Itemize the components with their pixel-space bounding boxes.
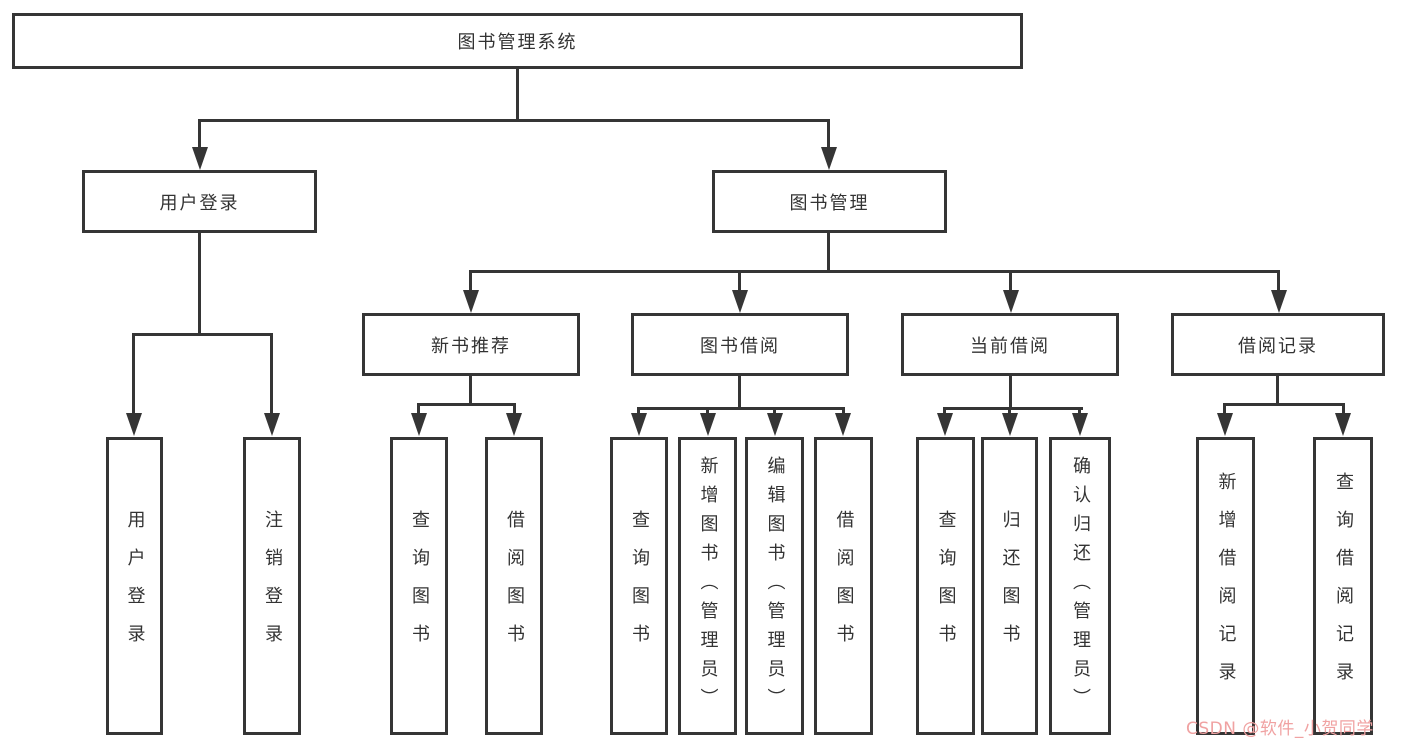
- node-label: 注销登录: [262, 510, 283, 662]
- arrowhead-down: [1003, 290, 1019, 313]
- arrowhead-down: [937, 413, 953, 436]
- arrowhead-down: [411, 413, 427, 436]
- arrowhead-down: [1271, 290, 1287, 313]
- node-new-book-recommend: 新书推荐: [362, 313, 580, 376]
- node-leaf-query-book-recommend: 查询图书: [390, 437, 448, 735]
- node-label: 图书管理系统: [457, 32, 578, 53]
- node-leaf-logout: 注销登录: [243, 437, 301, 735]
- arrowhead-down: [463, 290, 479, 313]
- connector-book-management-stub: [827, 233, 830, 273]
- node-user-login: 用户登录: [82, 170, 317, 233]
- arrowhead-down: [767, 413, 783, 436]
- arrowhead-down: [700, 413, 716, 436]
- arrowhead-down: [264, 413, 280, 436]
- node-book-management: 图书管理: [712, 170, 947, 233]
- connector-to-leaf: [637, 407, 640, 417]
- node-label: 新书推荐: [431, 335, 511, 357]
- node-current-borrow: 当前借阅: [901, 313, 1119, 376]
- node-label: 查询图书: [409, 510, 430, 662]
- connector-book-borrow-branch: [637, 407, 845, 410]
- arrowhead-down: [631, 413, 647, 436]
- connector-book-management-branch: [469, 270, 1280, 273]
- connector-to-leaf: [1078, 407, 1081, 417]
- node-label: 用户登录: [159, 192, 240, 214]
- node-label: 借阅图书: [504, 510, 525, 662]
- connector-user-login-stub: [198, 233, 201, 336]
- node-leaf-confirm-return-admin: 确认归还（管理员）: [1049, 437, 1111, 735]
- arrowhead-down: [821, 147, 837, 170]
- node-borrow-records: 借阅记录: [1171, 313, 1385, 376]
- node-label: 新增借阅记录: [1215, 472, 1237, 700]
- csdn-watermark: CSDN @软件_小贺同学: [1186, 719, 1374, 739]
- node-label: 借阅图书: [833, 510, 855, 662]
- node-label: 查询图书: [629, 510, 650, 662]
- connector-current-borrow-branch: [943, 407, 1083, 410]
- connector-to-book-borrow: [738, 270, 741, 292]
- connector-to-leaf: [1008, 407, 1011, 417]
- connector-to-user-login: [198, 119, 201, 150]
- connector-to-leaf: [943, 407, 946, 417]
- connector-to-leaf: [842, 407, 845, 417]
- connector-current-borrow-stub: [1009, 376, 1012, 410]
- arrowhead-down: [126, 413, 142, 436]
- connector-to-leaf-user-login: [132, 333, 135, 415]
- node-leaf-user-login: 用户登录: [106, 437, 163, 735]
- arrowhead-down: [1002, 413, 1018, 436]
- node-label: 借阅记录: [1238, 335, 1318, 357]
- node-label: 归还图书: [999, 510, 1021, 662]
- node-label: 确认归还（管理员）: [1070, 455, 1091, 717]
- connector-to-leaf: [706, 407, 709, 417]
- connector-to-borrow-records: [1277, 270, 1280, 292]
- arrowhead-down: [192, 147, 208, 170]
- connector-new-book-branch: [417, 403, 516, 406]
- node-leaf-add-borrow-record: 新增借阅记录: [1196, 437, 1255, 735]
- node-label: 新增图书（管理员）: [697, 455, 719, 717]
- arrowhead-down: [1072, 413, 1088, 436]
- connector-to-new-book-recommend: [469, 270, 472, 292]
- node-label: 图书管理: [789, 192, 870, 214]
- connector-to-leaf-logout: [270, 333, 273, 415]
- node-label: 查询借阅记录: [1333, 472, 1354, 700]
- arrowhead-down: [506, 413, 522, 436]
- arrowhead-down: [732, 290, 748, 313]
- node-label: 编辑图书（管理员）: [764, 455, 786, 717]
- connector-borrow-records-stub: [1276, 376, 1279, 406]
- connector-to-current-borrow: [1009, 270, 1012, 292]
- node-leaf-query-borrow-record: 查询借阅记录: [1313, 437, 1373, 735]
- node-leaf-borrow-book-recommend: 借阅图书: [485, 437, 543, 735]
- connector-to-leaf: [1342, 403, 1345, 416]
- node-book-borrow: 图书借阅: [631, 313, 849, 376]
- connector-new-book-stub: [469, 376, 472, 406]
- connector-borrow-records-branch: [1223, 403, 1345, 406]
- connector-book-borrow-stub: [738, 376, 741, 410]
- connector-to-leaf: [513, 403, 516, 416]
- node-label: 图书借阅: [700, 335, 780, 357]
- node-label: 用户登录: [124, 510, 146, 662]
- arrowhead-down: [835, 413, 851, 436]
- connector-to-leaf: [417, 403, 420, 416]
- node-leaf-borrow-book: 借阅图书: [814, 437, 873, 735]
- node-label: 查询图书: [935, 510, 957, 662]
- connector-root-stub: [516, 67, 519, 121]
- node-leaf-edit-book-admin: 编辑图书（管理员）: [745, 437, 804, 735]
- arrowhead-down: [1335, 413, 1351, 436]
- arrowhead-down: [1217, 413, 1233, 436]
- connector-to-book-management: [827, 119, 830, 150]
- node-library-management-system: 图书管理系统: [12, 13, 1023, 69]
- node-label: 当前借阅: [970, 335, 1050, 357]
- node-leaf-add-book-admin: 新增图书（管理员）: [678, 437, 737, 735]
- connector-user-login-branch: [132, 333, 273, 336]
- node-leaf-return-book: 归还图书: [981, 437, 1038, 735]
- node-leaf-query-book-current: 查询图书: [916, 437, 975, 735]
- node-leaf-query-book-borrow: 查询图书: [610, 437, 668, 735]
- connector-to-leaf: [773, 407, 776, 417]
- connector-to-leaf: [1223, 403, 1226, 416]
- connector-root-branch: [198, 119, 830, 122]
